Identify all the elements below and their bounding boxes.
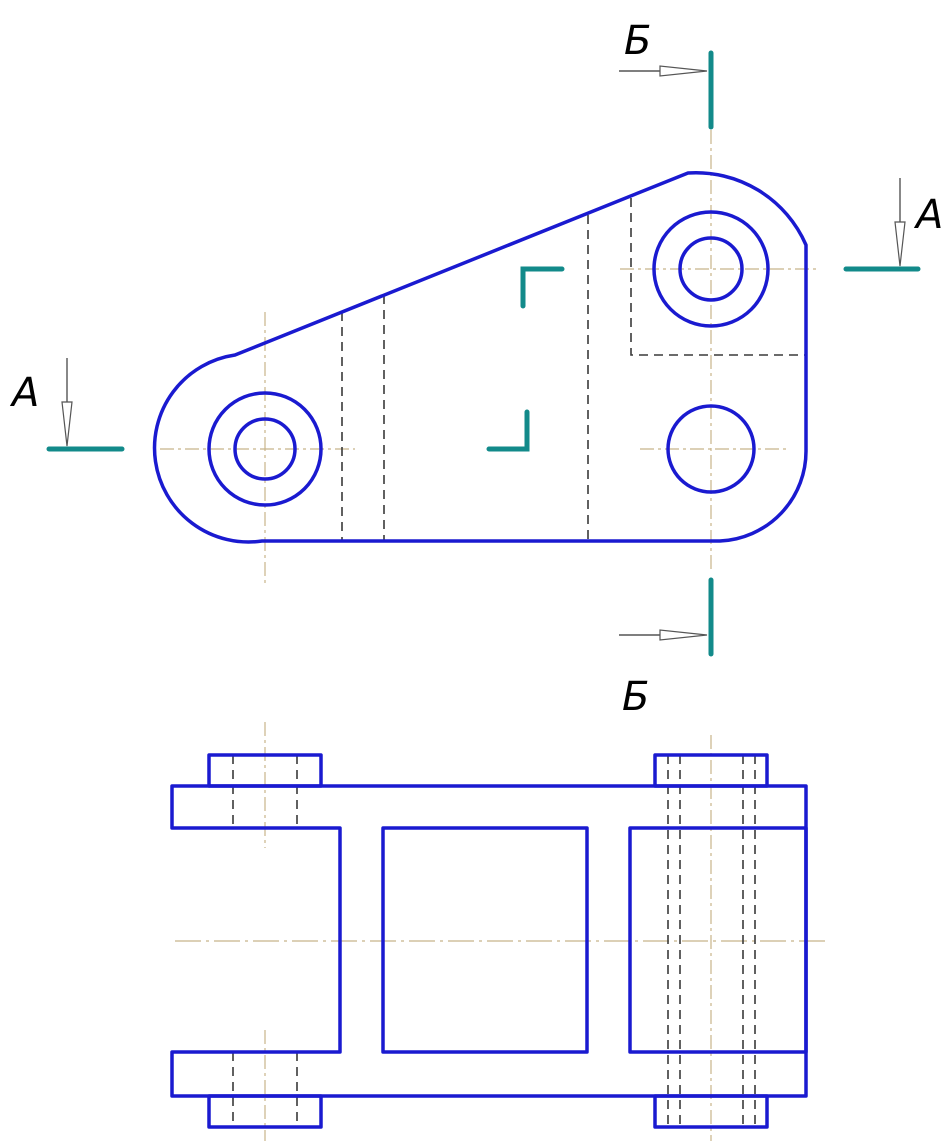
- break-bracket-upper: [520, 266, 565, 309]
- front-right-block: [628, 826, 808, 1054]
- lower-right-hole-circle: [666, 404, 756, 494]
- label-section-a-left: А: [9, 370, 39, 416]
- break-bracket-lower: [486, 409, 530, 452]
- top-view-outline: [152, 170, 808, 544]
- label-section-b-top: Б: [624, 18, 651, 64]
- top-view-hidden-lines: [341, 198, 806, 541]
- arrow-a-right-head: [894, 221, 906, 267]
- left-boss-circle: [207, 391, 323, 507]
- label-section-a-right: А: [913, 192, 943, 238]
- label-section-b-bottom: Б: [622, 674, 649, 720]
- section-marks: [46, 50, 921, 657]
- arrow-a-left-head: [61, 401, 73, 447]
- front-window: [381, 826, 589, 1054]
- arrow-b-top-head: [659, 65, 708, 77]
- upper-right-boss-circle: [652, 210, 770, 328]
- top-view: [152, 130, 820, 585]
- hidden-pocket: [630, 198, 806, 356]
- upper-right-hole-circle: [678, 236, 744, 302]
- arrow-b-bottom-head: [659, 629, 708, 641]
- front-view: [170, 722, 830, 1141]
- left-hole-circle: [233, 417, 297, 481]
- top-view-centerlines: [160, 130, 820, 585]
